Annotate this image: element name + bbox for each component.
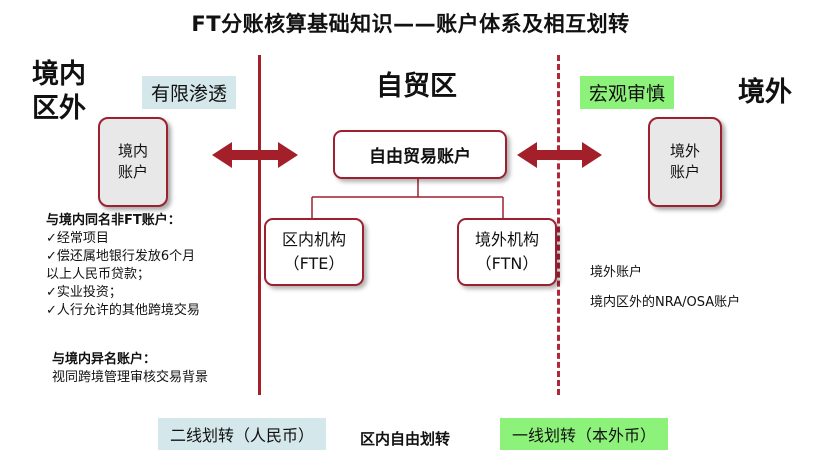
same-name-item: 以上人民币贷款；	[46, 267, 151, 282]
tag-limited-penetration: 有限渗透	[142, 76, 237, 109]
offshore-note-line1: 境外账户	[590, 265, 643, 280]
ftn-box: 境外机构 （FTN）	[457, 218, 557, 286]
double-arrow-right	[517, 142, 602, 168]
fte-line2: （FTE）	[283, 254, 345, 273]
domestic-account-line1: 境内	[117, 142, 148, 160]
same-name-notes: 与境内同名非FT账户： ✓经常项目 ✓偿还属地银行发放6个月 以上人民币贷款； …	[46, 212, 251, 320]
diff-name-text: 视同跨境管理审核交易背景	[52, 370, 209, 385]
fte-box: 区内机构 （FTE）	[264, 218, 364, 286]
same-name-item: ✓实业投资；	[46, 285, 122, 300]
zone-domestic-line2: 区外	[32, 93, 86, 124]
zone-offshore-label: 境外	[738, 77, 792, 108]
ftz-account-box: 自由贸易账户	[333, 130, 507, 179]
offshore-note-line2: 境内区外的NRA/OSA账户	[590, 295, 741, 310]
same-name-item: ✓经常项目	[46, 231, 109, 246]
divider-domestic-ftz	[258, 55, 261, 395]
divider-ftz-offshore	[557, 55, 560, 395]
offshore-account-line2: 账户	[669, 163, 700, 181]
same-name-heading: 与境内同名非FT账户：	[46, 213, 181, 228]
ftn-line1: 境外机构	[474, 230, 539, 249]
offshore-account-line1: 境外	[669, 142, 700, 160]
page-title: FT分账核算基础知识——账户体系及相互划转	[191, 12, 630, 36]
same-name-item: ✓偿还属地银行发放6个月	[46, 249, 196, 264]
ftn-line2: （FTN）	[475, 254, 539, 273]
fte-line1: 区内机构	[281, 230, 346, 249]
zone-ftz-label: 自贸区	[376, 71, 457, 102]
zone-domestic-label: 境内 区外	[32, 58, 86, 126]
same-name-item: ✓人行允许的其他跨境交易	[46, 303, 200, 318]
diff-name-heading: 与境内异名账户：	[52, 352, 157, 367]
first-line-transfer-tag: 一线划转（本外币）	[500, 418, 669, 450]
domestic-account-box: 境内 账户	[98, 117, 168, 207]
domestic-account-line2: 账户	[117, 163, 148, 181]
ftz-account-label: 自由贸易账户	[369, 147, 471, 167]
zone-domestic-line1: 境内	[32, 59, 86, 90]
second-line-transfer-tag: 二线划转（人民币）	[158, 418, 327, 450]
offshore-account-box: 境外 账户	[648, 117, 722, 207]
offshore-notes: 境外账户 境内区外的NRA/OSA账户	[590, 258, 810, 318]
intra-zone-transfer-label: 区内自由划转	[360, 430, 451, 448]
double-arrow-left	[212, 142, 298, 168]
diff-name-notes: 与境内异名账户： 视同跨境管理审核交易背景	[52, 351, 257, 387]
tag-macro-prudential: 宏观审慎	[580, 76, 675, 109]
